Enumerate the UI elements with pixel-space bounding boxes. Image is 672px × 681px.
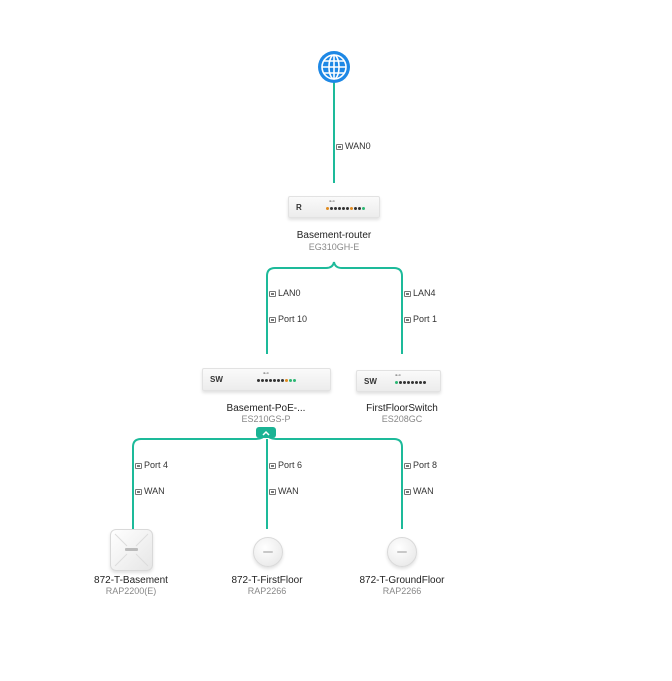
- poe-switch-logo-icon: ⊷: [263, 371, 269, 377]
- ap-firstfloor-name[interactable]: 872-T-FirstFloor: [231, 575, 303, 586]
- collapse-button[interactable]: [256, 427, 276, 438]
- ap-groundfloor-wan-label: WAN: [404, 486, 434, 497]
- port-icon: [269, 462, 276, 469]
- port-icon: [404, 488, 411, 495]
- port-icon: [135, 462, 142, 469]
- router-port-leds: [326, 207, 365, 210]
- ap-basement-wan-text: WAN: [144, 486, 165, 496]
- port10-text: Port 10: [278, 314, 308, 324]
- poe-switch-model: ES210GS-P: [241, 414, 291, 424]
- port8-text: Port 8: [413, 460, 438, 470]
- port-icon: [404, 290, 411, 297]
- ap-round-icon: [397, 551, 407, 553]
- ap-groundfloor-name[interactable]: 872-T-GroundFloor: [359, 575, 445, 586]
- router-branch-link: [266, 261, 403, 354]
- floor-switch-device[interactable]: SW ⊷: [356, 370, 441, 392]
- lan0-port-text: LAN0: [278, 288, 301, 298]
- ap-firstfloor-device[interactable]: [253, 537, 283, 567]
- ap-groundfloor-model: RAP2266: [382, 586, 422, 596]
- ap-basement-wan-label: WAN: [135, 486, 165, 497]
- port4-label: Port 4: [135, 460, 168, 471]
- ap-square-icon: [114, 533, 149, 567]
- port-icon: [269, 316, 276, 323]
- port1-text: Port 1: [413, 314, 438, 324]
- floor-switch-model: ES208GC: [381, 414, 423, 424]
- ap-groundfloor-device[interactable]: [387, 537, 417, 567]
- router-model: EG310GH-E: [308, 242, 360, 252]
- ap-basement-device[interactable]: [110, 529, 153, 571]
- poe-switch-name[interactable]: Basement-PoE-...: [226, 403, 306, 414]
- ap-firstfloor-wan-label: WAN: [269, 486, 299, 497]
- lan0-port-label: LAN0: [269, 288, 301, 299]
- wan-port-text: WAN0: [345, 141, 371, 151]
- lan4-port-text: LAN4: [413, 288, 436, 298]
- port8-label: Port 8: [404, 460, 437, 471]
- floor-switch-name[interactable]: FirstFloorSwitch: [366, 403, 438, 414]
- port-icon: [404, 462, 411, 469]
- ap-round-icon: [263, 551, 273, 553]
- router-name[interactable]: Basement-router: [296, 230, 372, 241]
- ap-groundfloor-wan-text: WAN: [413, 486, 434, 496]
- port1-label: Port 1: [404, 314, 437, 325]
- poe-switch-device[interactable]: SW ⊷: [202, 368, 331, 391]
- wan-port-label: WAN0: [336, 141, 371, 152]
- router-device[interactable]: R ⊷: [288, 196, 380, 218]
- floor-switch-tag: SW: [364, 377, 377, 386]
- port10-label: Port 10: [269, 314, 307, 325]
- ap-basement-name[interactable]: 872-T-Basement: [94, 575, 168, 586]
- floor-switch-port-leds: [395, 381, 426, 384]
- floor-switch-logo-icon: ⊷: [395, 373, 401, 379]
- port4-text: Port 4: [144, 460, 169, 470]
- router-tag: R: [296, 203, 302, 212]
- chevron-up-icon: [262, 430, 270, 436]
- globe-icon: [318, 51, 350, 83]
- ap-firstfloor-model: RAP2266: [247, 586, 287, 596]
- lan4-port-label: LAN4: [404, 288, 436, 299]
- poe-switch-port-leds: [257, 379, 296, 382]
- port-icon: [336, 143, 343, 150]
- router-logo-icon: ⊷: [329, 199, 335, 205]
- ap-basement-model: RAP2200(E): [105, 586, 157, 596]
- port-icon: [404, 316, 411, 323]
- port6-text: Port 6: [278, 460, 303, 470]
- port-icon: [135, 488, 142, 495]
- port-icon: [269, 488, 276, 495]
- ap-firstfloor-wan-text: WAN: [278, 486, 299, 496]
- port-icon: [269, 290, 276, 297]
- poe-switch-tag: SW: [210, 375, 223, 384]
- port6-label: Port 6: [269, 460, 302, 471]
